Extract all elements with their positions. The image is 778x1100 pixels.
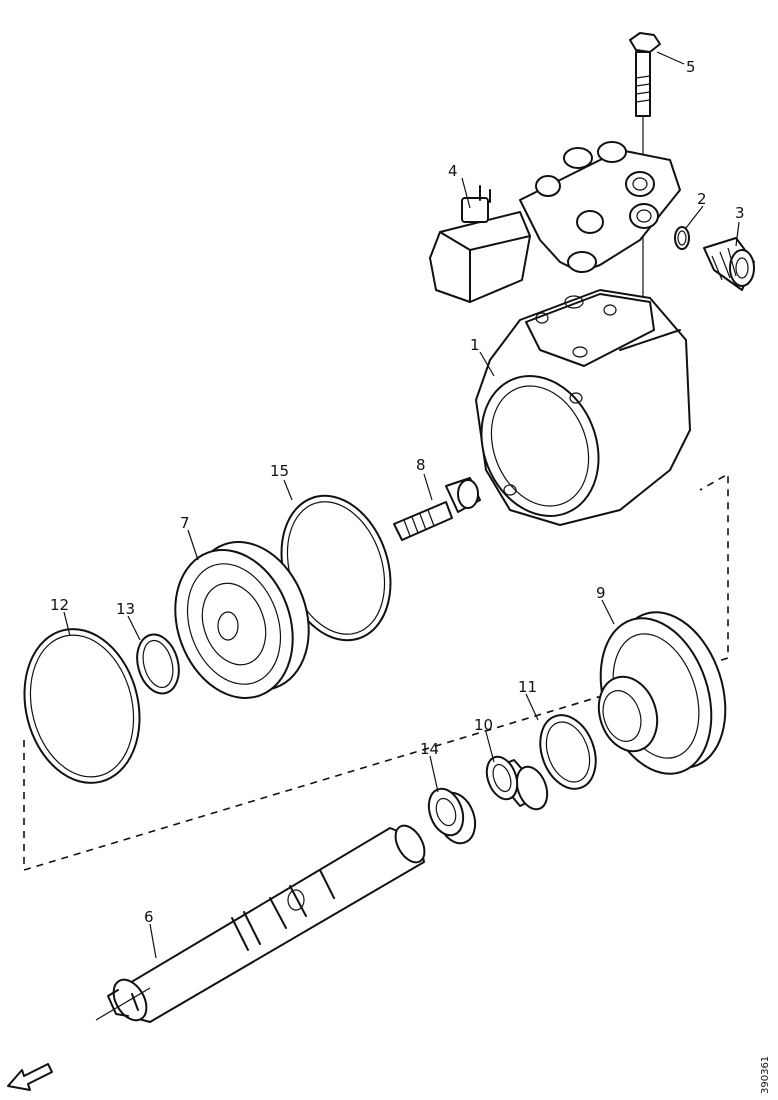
callout-13: 13 xyxy=(116,600,135,618)
part-1-housing xyxy=(475,289,691,526)
callout-11: 11 xyxy=(518,678,537,696)
callout-8: 8 xyxy=(416,456,426,474)
part-9-gear xyxy=(597,611,727,775)
part-13-circlip xyxy=(136,633,180,695)
part-5-bolt xyxy=(629,32,661,330)
callout-labels: 5 4 2 3 1 8 15 7 12 13 9 11 10 14 6 xyxy=(50,58,745,926)
part-7-pulley xyxy=(174,541,310,699)
callout-5: 5 xyxy=(686,58,696,76)
part-14-seal xyxy=(427,787,477,845)
part-10-bushing xyxy=(485,755,549,811)
front-direction-arrow-icon xyxy=(7,1063,53,1091)
callout-2: 2 xyxy=(697,190,707,208)
callout-6: 6 xyxy=(144,908,154,926)
callout-1: 1 xyxy=(470,336,480,354)
part-8-screw xyxy=(393,477,481,541)
part-4-valve-block xyxy=(429,141,681,303)
part-11-ring xyxy=(539,714,597,790)
drawing-number: 390361 xyxy=(760,1056,771,1094)
callout-7: 7 xyxy=(180,514,190,532)
callout-4: 4 xyxy=(448,162,458,180)
part-2-seal-ring xyxy=(674,226,690,250)
callout-15: 15 xyxy=(270,462,289,480)
part-12-o-ring xyxy=(23,628,141,784)
part-3-fitting xyxy=(703,237,755,291)
assembly-group-frame xyxy=(23,472,729,872)
leader-lines xyxy=(63,51,740,959)
callout-3: 3 xyxy=(735,204,745,222)
part-6-shaft xyxy=(95,824,426,1023)
callout-10: 10 xyxy=(474,716,493,734)
callout-9: 9 xyxy=(596,584,606,602)
callout-12: 12 xyxy=(50,596,69,614)
callout-14: 14 xyxy=(420,740,439,758)
